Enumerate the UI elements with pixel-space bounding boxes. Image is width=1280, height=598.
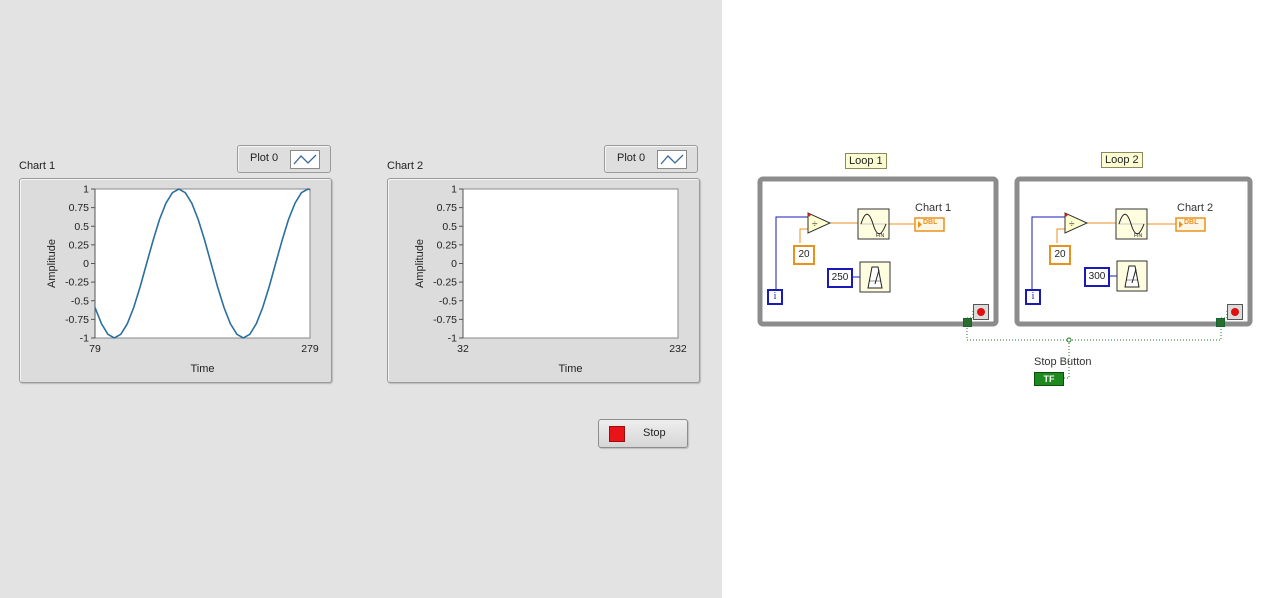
chart2-label: Chart 2	[387, 160, 424, 172]
stop-terminal-wire[interactable]	[1062, 340, 1070, 379]
svg-text:FIN: FIN	[876, 233, 884, 239]
chart1-series-line	[94, 188, 311, 339]
loop2-divisor-constant[interactable]: 20	[1049, 245, 1071, 265]
loop1-sine-waveform-icon[interactable]: FIN	[857, 208, 890, 240]
chart1-y-axis-title: Amplitude	[46, 239, 58, 288]
loop2-iteration-terminal[interactable]: i	[1025, 289, 1041, 305]
wire-junction	[1066, 337, 1072, 343]
chart1-y-tick-label: -0.75	[65, 314, 89, 326]
chart2-y-tick-label: 0	[451, 258, 457, 270]
chart1-x-axis-title: Time	[190, 363, 214, 375]
stop-button-label: Stop	[643, 427, 666, 439]
loop2-stop-condition-icon[interactable]	[1227, 304, 1243, 320]
loop2-indicator-type: DBL	[1184, 219, 1199, 226]
loop2-iteration-wire[interactable]	[1031, 216, 1065, 290]
chart2-x-tick-label: 232	[669, 343, 687, 355]
chart2-plot-legend[interactable]: Plot 0	[604, 145, 698, 173]
loop1-wait-constant[interactable]: 250	[827, 268, 853, 288]
loop2-label[interactable]: Loop 2	[1101, 152, 1143, 168]
chart1-plot-legend[interactable]: Plot 0	[237, 145, 331, 173]
stop-button[interactable]: Stop	[598, 419, 688, 448]
chart1-label: Chart 1	[19, 160, 56, 172]
loop2-input-tunnel[interactable]	[1216, 318, 1225, 327]
chart2-y-tick-label: -0.75	[433, 314, 457, 326]
loop1-divisor-wire[interactable]	[799, 228, 808, 243]
loop1-indicator-label: Chart 1	[915, 202, 952, 214]
boolean-terminal-icon[interactable]: TF	[1034, 372, 1064, 386]
loop1-chart-indicator[interactable]	[914, 217, 945, 232]
chart2-y-tick-label: 1	[451, 184, 457, 196]
loop2-chart-indicator[interactable]	[1175, 217, 1206, 232]
chart1-y-tick-label: 0.25	[69, 239, 90, 251]
chart2-x-axis-title: Time	[558, 363, 582, 375]
loop1-label[interactable]: Loop 1	[845, 153, 887, 169]
chart1-y-tick-label: -1	[80, 333, 89, 345]
chart1-y-tick-label: 0	[83, 258, 89, 270]
loop1-iteration-terminal[interactable]: i	[767, 289, 783, 305]
stop-button-terminal-label: Stop Button	[1034, 356, 1092, 368]
loop1-input-tunnel[interactable]	[963, 318, 972, 327]
front-panel: Chart 1 Plot 0 1 0.75 0.5 0.25 0 -0.25 -0.5 -0.…	[0, 0, 722, 598]
loop1-indicator-type: DBL	[923, 219, 938, 226]
chart1-x-tick-label: 79	[89, 343, 101, 355]
chart1-y-tick-label: -0.5	[71, 295, 89, 307]
chart1-y-tick-label: -0.25	[65, 277, 89, 289]
plot-line-swatch-icon	[657, 150, 687, 169]
loop2-sine-waveform-icon[interactable]: FIN	[1115, 208, 1148, 240]
svg-text:FIN: FIN	[1134, 233, 1142, 239]
chart1-y-tick-label: 1	[83, 184, 89, 196]
chart1-legend-label: Plot 0	[250, 152, 279, 164]
chart2-x-tick-label: 32	[457, 343, 469, 355]
chart1-y-tick-label: 0.5	[74, 221, 89, 233]
loop1-stop-condition-icon[interactable]	[973, 304, 989, 320]
chart1-x-tick-label: 279	[301, 343, 319, 355]
stop-boolean-wire[interactable]	[966, 322, 1222, 341]
loop2-divide-icon[interactable]: ÷	[1064, 212, 1089, 234]
chart2-legend-label: Plot 0	[617, 152, 646, 164]
plot-line-swatch-icon	[290, 150, 320, 169]
chart2-y-tick-label: -1	[448, 333, 457, 345]
loop2-divisor-wire[interactable]	[1056, 228, 1065, 243]
loop2-while-loop[interactable]	[1014, 176, 1253, 327]
block-diagram	[722, 0, 1280, 598]
chart1-y-tick-label: 0.75	[69, 202, 90, 214]
chart2-y-tick-label: 0.75	[437, 202, 458, 214]
chart2-y-tick-label: 0.5	[442, 221, 457, 233]
svg-text:÷: ÷	[812, 219, 818, 230]
svg-text:÷: ÷	[1069, 219, 1075, 230]
chart2-plot-area	[462, 188, 679, 339]
loop2-indicator-label: Chart 2	[1177, 202, 1214, 214]
loop1-while-loop[interactable]	[757, 176, 999, 327]
chart2-y-tick-label: -0.25	[433, 277, 457, 289]
loop1-divide-icon[interactable]: ÷	[807, 212, 832, 234]
chart2-y-tick-label: 0.25	[437, 239, 458, 251]
stop-square-icon	[609, 426, 625, 442]
loop2-wait-ms-icon[interactable]	[1116, 260, 1148, 292]
loop1-wait-ms-icon[interactable]	[859, 261, 891, 293]
chart2-y-axis-title: Amplitude	[414, 239, 426, 288]
loop2-wait-constant[interactable]: 300	[1084, 267, 1110, 287]
loop1-divisor-constant[interactable]: 20	[793, 245, 815, 265]
loop1-iteration-wire[interactable]	[775, 216, 808, 290]
chart2-y-tick-label: -0.5	[439, 295, 457, 307]
